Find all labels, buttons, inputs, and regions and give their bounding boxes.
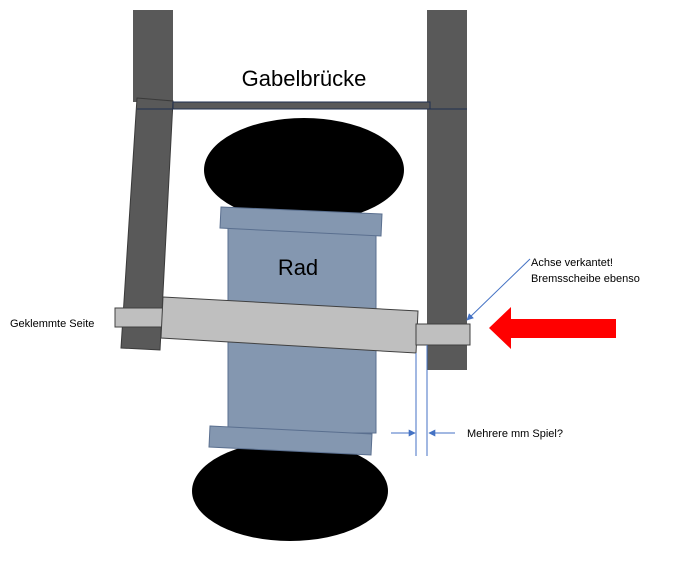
fork-bridge: [172, 101, 431, 110]
right-fork-tube: [427, 10, 467, 370]
axle-note-pointer: [466, 258, 531, 321]
hub-flange-bottom: [208, 425, 373, 456]
force-arrow: [489, 307, 616, 349]
axle-note-line1: Achse verkantet!: [531, 257, 613, 269]
axle-left-end: [114, 307, 164, 328]
axle-right-end: [415, 323, 471, 346]
axle-note-line2: Bremsscheibe ebenso: [531, 273, 640, 285]
wheel-label: Rad: [278, 255, 318, 280]
left-fork-lower: [120, 97, 174, 351]
bridge-label: Gabelbrücke: [242, 66, 367, 91]
axle-main: [160, 296, 419, 354]
play-note: Mehrere mm Spiel?: [467, 428, 563, 440]
tire-top: [204, 118, 404, 222]
left-fork-upper: [133, 10, 173, 102]
tire-bottom: [192, 441, 388, 541]
hub-flange-top: [219, 206, 383, 237]
clamped-side-label: Geklemmte Seite: [10, 318, 94, 330]
